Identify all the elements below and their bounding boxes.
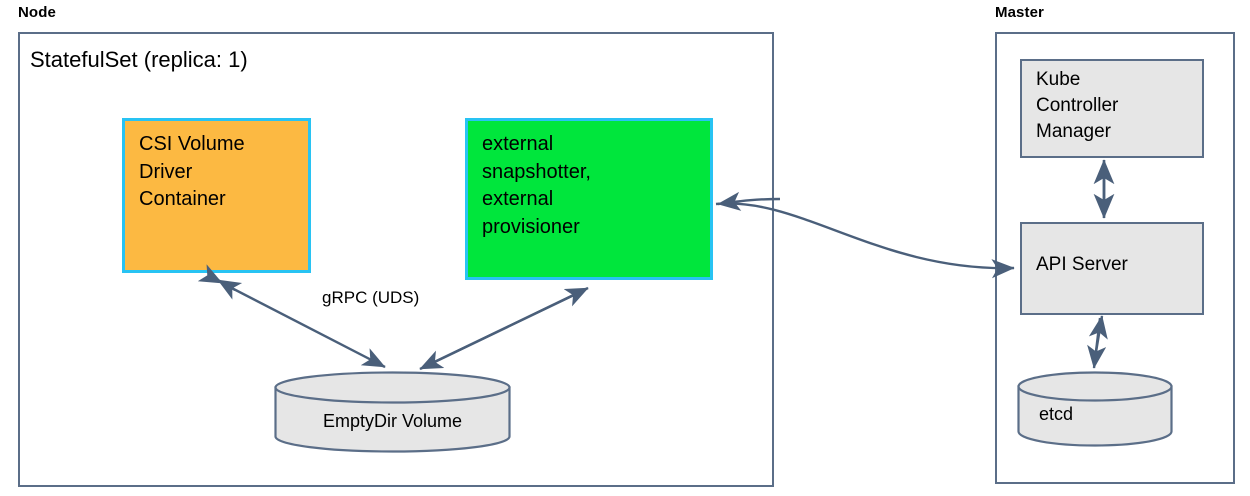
csi-volume-driver-container-box[interactable]: CSI Volume Driver Container [122, 118, 311, 273]
etcd-cylinder[interactable]: etcd [1017, 371, 1173, 447]
csi-volume-driver-container-label: CSI Volume Driver Container [139, 133, 245, 211]
emptydir-volume-shape [274, 371, 511, 453]
external-sidecars-label: external snapshotter, external provision… [482, 133, 591, 238]
statefulset-title: StatefulSet (replica: 1) [30, 47, 248, 72]
kube-controller-manager-label: Kube Controller Manager [1036, 69, 1119, 143]
api-server-box[interactable]: API Server [1020, 222, 1204, 315]
master-group-label: Master [995, 4, 1044, 21]
external-sidecars-box[interactable]: external snapshotter, external provision… [465, 118, 713, 280]
kube-controller-manager-box[interactable]: Kube Controller Manager [1020, 59, 1204, 158]
etcd-shape [1017, 371, 1173, 447]
api-server-label: API Server [1036, 254, 1128, 275]
emptydir-volume-cylinder[interactable]: EmptyDir Volume [274, 371, 511, 453]
grpc-edge-label: gRPC (UDS) [322, 288, 420, 307]
node-group-label: Node [18, 4, 56, 21]
